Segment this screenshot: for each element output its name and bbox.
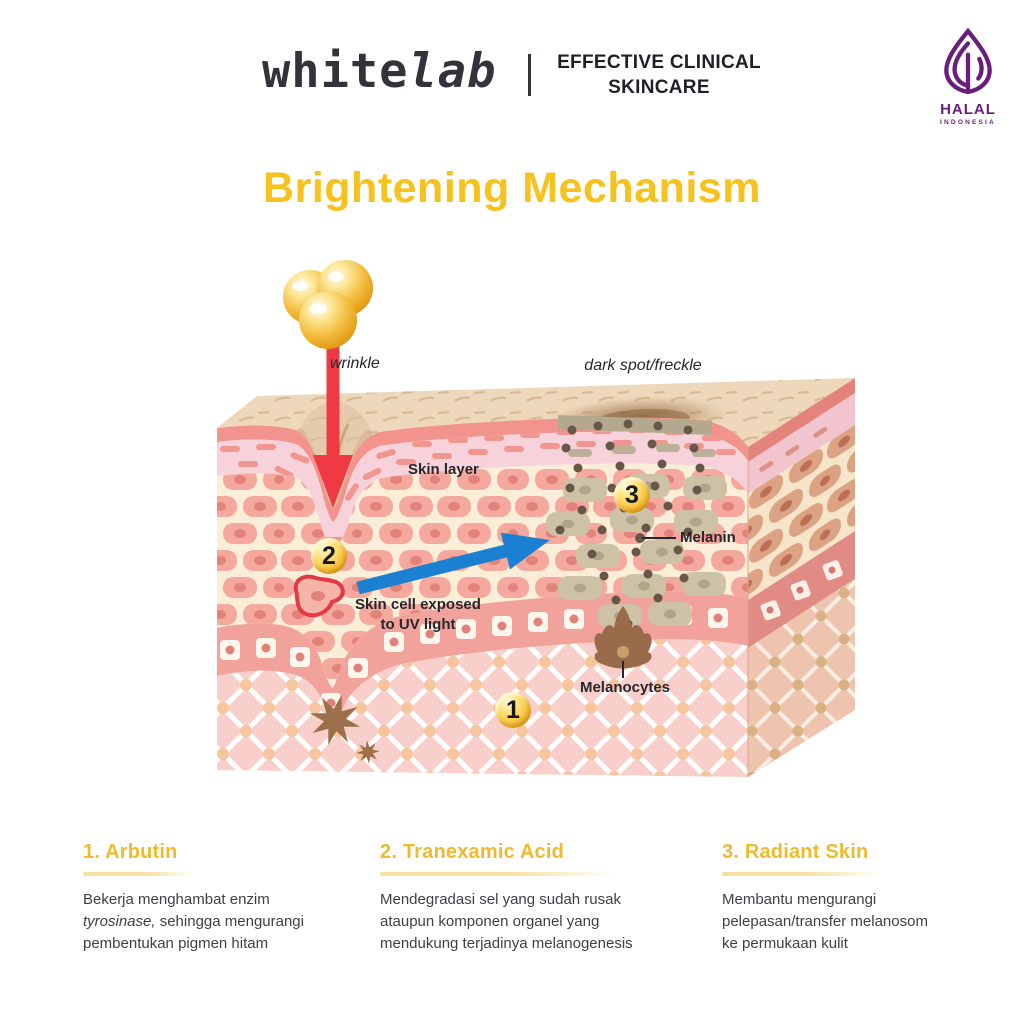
melanin-label: Melanin (680, 529, 736, 546)
dark-spot-label: dark spot/freckle (584, 357, 702, 374)
radiant-line1: Membantu mengurangi (722, 891, 877, 908)
halal-indonesia-logo: HALAL INDONESIA (928, 27, 1008, 126)
section-arbutin-body: Bekerja menghambat enzim tyrosinase, seh… (83, 889, 351, 955)
halal-label: HALAL (940, 101, 996, 118)
melanin-column (546, 415, 727, 629)
brand-white: white (262, 44, 409, 99)
page-title: Brightening Mechanism (263, 164, 761, 212)
section-radiant-skin: 3. Radiant Skin Membantu mengurangi pele… (722, 841, 972, 955)
uv-damaged-cell (293, 574, 345, 618)
melanocyte-shape (594, 606, 652, 678)
brand-divider (528, 54, 531, 96)
brand-lab: lab (408, 44, 497, 99)
section-tranexamic: 2. Tranexamic Acid Mendegradasi sel yang… (380, 841, 680, 955)
tagline-line1: EFFECTIVE CLINICAL (557, 52, 761, 73)
skin-side-face (747, 378, 855, 777)
skin-cell-label-line2: to UV light (380, 616, 456, 633)
tranexamic-line1: Mendegradasi sel yang sudah rusak (380, 891, 621, 908)
section-radiant-heading: 3. Radiant Skin (722, 841, 869, 863)
section-arbutin-underline (83, 872, 195, 876)
skin-illustration (217, 260, 855, 777)
arbutin-line2-rest: sehingga mengurangi (155, 913, 304, 930)
arbutin-line1: Bekerja menghambat enzim (83, 891, 270, 908)
ingredient-spheres (283, 260, 373, 349)
section-radiant-underline (722, 872, 880, 876)
skin-layer-label: Skin layer (408, 461, 479, 478)
uv-arrow (313, 341, 353, 508)
step-badge-1: 1 (495, 692, 531, 728)
section-arbutin: 1. Arbutin Bekerja menghambat enzim tyro… (83, 841, 351, 955)
halal-sublabel: INDONESIA (940, 119, 996, 126)
transfer-arrow (356, 532, 550, 595)
radiant-line2: pelepasan/transfer melanosom (722, 913, 928, 930)
tranexamic-line2: ataupun komponen organel yang (380, 913, 600, 930)
pigment-stars (309, 694, 380, 764)
section-radiant-body: Membantu mengurangi pelepasan/transfer m… (722, 889, 972, 955)
section-tranexamic-heading: 2. Tranexamic Acid (380, 841, 565, 863)
tranexamic-line3: mendukung terjadinya melanogenesis (380, 935, 633, 952)
melanin-dots (555, 419, 705, 629)
squares-band (220, 605, 728, 713)
skin-diagram: wrinkle dark spot/freckle Skin layer Mel… (200, 248, 870, 803)
radiant-line3: ke permukaan kulit (722, 935, 848, 952)
tagline-line2: SKINCARE (608, 77, 710, 98)
step-badge-3: 3 (614, 477, 650, 513)
melanocytes-label: Melanocytes (579, 679, 671, 696)
arbutin-line2-italic: tyrosinase, (83, 913, 156, 930)
brand-logo: whitelab (262, 44, 496, 99)
halal-gunungan-icon (944, 27, 992, 95)
skin-cell-label-line1: Skin cell exposed (355, 596, 481, 613)
wrinkle-label: wrinkle (330, 355, 380, 372)
section-arbutin-heading: 1. Arbutin (83, 841, 178, 863)
arbutin-line3: pembentukan pigmen hitam (83, 935, 269, 952)
section-tranexamic-underline (380, 872, 618, 876)
section-tranexamic-body: Mendegradasi sel yang sudah rusak ataupu… (380, 889, 680, 955)
step-badge-2: 2 (311, 538, 347, 574)
brand-tagline: EFFECTIVE CLINICAL SKINCARE (546, 50, 772, 100)
